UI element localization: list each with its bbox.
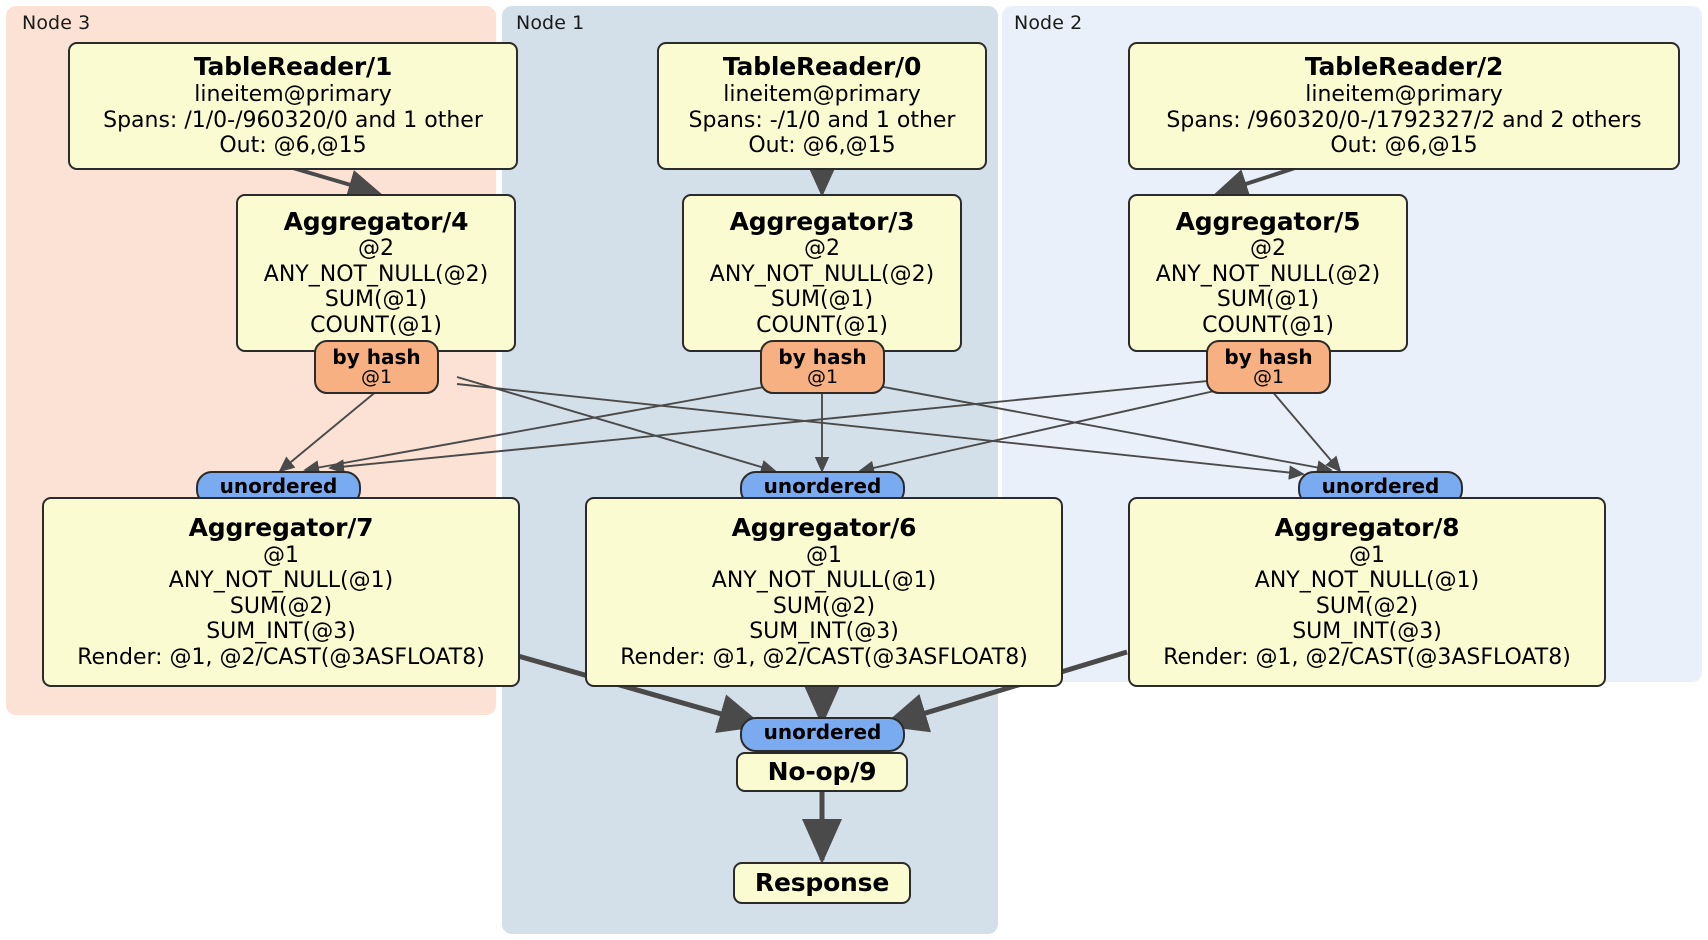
processor-title: Aggregator/8 [1274, 512, 1460, 542]
node-label-node2: Node 2 [1014, 12, 1083, 34]
processor-detail: Out: @6,@15 [219, 133, 367, 159]
router-by-hash-aggregator-4[interactable]: by hash @1 [314, 340, 439, 394]
processor-no-op-9[interactable]: No-op/9 [736, 752, 908, 792]
synchronizer-label: unordered [1321, 474, 1440, 498]
processor-title: No-op/9 [767, 756, 877, 786]
router-column: @1 [1252, 366, 1285, 388]
processor-detail: Render: @1, @2/CAST(@3ASFLOAT8) [1163, 644, 1571, 670]
processor-title: Aggregator/5 [1175, 206, 1361, 236]
processor-detail: Render: @1, @2/CAST(@3ASFLOAT8) [620, 644, 1028, 670]
processor-detail: SUM_INT(@3) [206, 619, 356, 645]
processor-table-reader-1[interactable]: TableReader/1 lineitem@primary Spans: /1… [68, 42, 518, 170]
router-label: by hash [332, 345, 421, 369]
processor-detail: @2 [1250, 236, 1286, 262]
processor-title: Aggregator/4 [283, 206, 469, 236]
processor-detail: COUNT(@1) [756, 312, 888, 338]
processor-detail: ANY_NOT_NULL(@2) [1155, 261, 1381, 287]
router-label: by hash [1224, 345, 1313, 369]
node-label-node1: Node 1 [516, 12, 585, 34]
processor-title: Response [754, 867, 890, 897]
router-column: @1 [806, 366, 839, 388]
node-label-node3: Node 3 [22, 12, 91, 34]
processor-title: TableReader/2 [1304, 52, 1504, 82]
processor-title: Aggregator/7 [188, 512, 374, 542]
processor-detail: SUM(@1) [1216, 287, 1320, 313]
processor-detail: Out: @6,@15 [748, 133, 896, 159]
processor-title: TableReader/0 [722, 52, 922, 82]
processor-aggregator-6[interactable]: Aggregator/6 @1 ANY_NOT_NULL(@1) SUM(@2)… [585, 497, 1063, 687]
processor-aggregator-3[interactable]: Aggregator/3 @2 ANY_NOT_NULL(@2) SUM(@1)… [682, 194, 962, 352]
processor-detail: Spans: /1/0-/960320/0 and 1 other [103, 107, 483, 133]
processor-detail: SUM_INT(@3) [749, 619, 899, 645]
processor-title: TableReader/1 [193, 52, 393, 82]
processor-detail: lineitem@primary [194, 82, 392, 108]
processor-table-reader-2[interactable]: TableReader/2 lineitem@primary Spans: /9… [1128, 42, 1680, 170]
processor-detail: @1 [1349, 542, 1385, 568]
processor-detail: Out: @6,@15 [1330, 133, 1478, 159]
router-column: @1 [360, 366, 393, 388]
processor-detail: @2 [358, 236, 394, 262]
processor-title: Aggregator/3 [729, 206, 915, 236]
processor-table-reader-0[interactable]: TableReader/0 lineitem@primary Spans: -/… [657, 42, 987, 170]
router-label: by hash [778, 345, 867, 369]
processor-aggregator-5[interactable]: Aggregator/5 @2 ANY_NOT_NULL(@2) SUM(@1)… [1128, 194, 1408, 352]
processor-aggregator-4[interactable]: Aggregator/4 @2 ANY_NOT_NULL(@2) SUM(@1)… [236, 194, 516, 352]
processor-detail: SUM(@2) [229, 593, 333, 619]
processor-detail: SUM(@2) [1315, 593, 1419, 619]
processor-detail: ANY_NOT_NULL(@2) [263, 261, 489, 287]
processor-detail: SUM_INT(@3) [1292, 619, 1442, 645]
processor-detail: ANY_NOT_NULL(@1) [1254, 568, 1480, 594]
processor-aggregator-8[interactable]: Aggregator/8 @1 ANY_NOT_NULL(@1) SUM(@2)… [1128, 497, 1606, 687]
router-by-hash-aggregator-3[interactable]: by hash @1 [760, 340, 885, 394]
processor-detail: ANY_NOT_NULL(@1) [711, 568, 937, 594]
processor-detail: lineitem@primary [1305, 82, 1503, 108]
processor-detail: SUM(@2) [772, 593, 876, 619]
processor-detail: ANY_NOT_NULL(@1) [168, 568, 394, 594]
processor-detail: @1 [263, 542, 299, 568]
processor-response[interactable]: Response [733, 862, 911, 904]
synchronizer-label: unordered [763, 474, 882, 498]
synchronizer-label: unordered [763, 720, 882, 744]
processor-detail: @1 [806, 542, 842, 568]
processor-detail: lineitem@primary [723, 82, 921, 108]
processor-aggregator-7[interactable]: Aggregator/7 @1 ANY_NOT_NULL(@1) SUM(@2)… [42, 497, 520, 687]
processor-detail: Spans: -/1/0 and 1 other [688, 107, 956, 133]
synchronizer-label: unordered [219, 474, 338, 498]
router-by-hash-aggregator-5[interactable]: by hash @1 [1206, 340, 1331, 394]
processor-detail: COUNT(@1) [310, 312, 442, 338]
processor-detail: ANY_NOT_NULL(@2) [709, 261, 935, 287]
processor-detail: SUM(@1) [770, 287, 874, 313]
synchronizer-unordered-final[interactable]: unordered [740, 717, 905, 752]
processor-detail: Render: @1, @2/CAST(@3ASFLOAT8) [77, 644, 485, 670]
processor-title: Aggregator/6 [731, 512, 917, 542]
processor-detail: Spans: /960320/0-/1792327/2 and 2 others [1166, 107, 1642, 133]
processor-detail: COUNT(@1) [1202, 312, 1334, 338]
processor-detail: SUM(@1) [324, 287, 428, 313]
processor-detail: @2 [804, 236, 840, 262]
